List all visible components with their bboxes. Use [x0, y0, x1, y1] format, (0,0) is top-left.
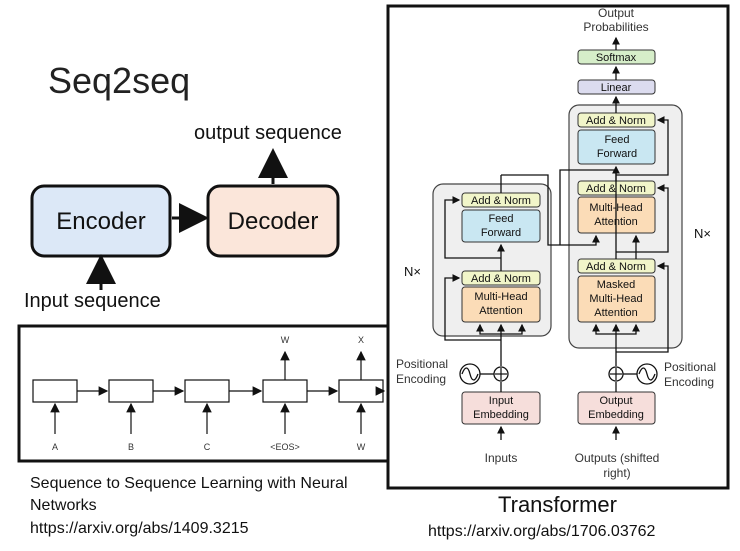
- tf-outputs: Outputs (shifted right): [574, 451, 660, 480]
- tf-nx-encoder: N×: [404, 264, 421, 279]
- tf-add-norm-enc-1: Add & Norm: [471, 273, 531, 285]
- tf-pos-enc-left: Positional Encoding: [396, 357, 449, 386]
- tf-linear: Linear: [601, 82, 632, 94]
- rnn-output-token: W: [281, 335, 290, 345]
- encoder-positional-encoding-icon: [459, 363, 509, 385]
- tf-add-norm-enc-2: Add & Norm: [471, 195, 531, 207]
- transformer-title: Transformer: [498, 492, 617, 517]
- rnn-output-token: X: [358, 335, 364, 345]
- decoder-positional-encoding-icon: [608, 363, 658, 385]
- rnn-input-token: W: [357, 442, 366, 452]
- output-sequence-label: output sequence: [194, 122, 342, 144]
- encoder-attention-box: [461, 286, 541, 323]
- tf-output-probabilities: Output Probabilities: [583, 6, 649, 34]
- tf-add-norm-dec-1: Add & Norm: [586, 115, 646, 127]
- decoder-feed-forward-box: [577, 129, 656, 165]
- rnn-input-token: A: [52, 442, 58, 452]
- tf-add-norm-dec-2: Add & Norm: [586, 183, 646, 195]
- rnn-cells: A B C <EOS> W W X: [32, 335, 386, 452]
- input-sequence-label: Input sequence: [24, 290, 161, 312]
- tf-dec-cross-attention: Multi-Head Attention: [589, 202, 643, 228]
- decoder-label: Decoder: [227, 208, 319, 235]
- encoder-label: Encoder: [56, 208, 146, 235]
- tf-enc-attention: Multi-Head Attention: [474, 291, 528, 317]
- transformer-connections: [444, 36, 669, 440]
- tf-pos-enc-right: Positional Encoding: [664, 360, 717, 389]
- tf-nx-decoder: N×: [694, 226, 711, 241]
- tf-softmax: Softmax: [596, 52, 637, 64]
- tf-inputs: Inputs: [484, 451, 518, 465]
- paper1-url: https://arxiv.org/abs/1409.3215: [30, 520, 249, 537]
- tf-enc-feed-forward: Feed Forward: [480, 213, 522, 239]
- tf-input-embedding: Input Embedding: [473, 395, 529, 421]
- tf-add-norm-dec-3: Add & Norm: [586, 261, 646, 273]
- page-title: Seq2seq: [48, 60, 191, 101]
- rnn-input-token: <EOS>: [270, 442, 300, 452]
- rnn-input-token: B: [128, 442, 134, 452]
- tf-output-embedding: Output Embedding: [588, 395, 644, 421]
- rnn-input-token: C: [204, 442, 211, 452]
- tf-dec-feed-forward: Feed Forward: [596, 134, 638, 160]
- tf-dec-masked-attention: Masked Multi-Head Attention: [589, 279, 643, 319]
- encoder-feed-forward-box: [461, 209, 541, 243]
- transformer-url: https://arxiv.org/abs/1706.03762: [428, 523, 656, 540]
- paper1-caption: Sequence to Sequence Learning with Neura…: [30, 475, 348, 514]
- decoder-masked-attention-box: [577, 275, 656, 323]
